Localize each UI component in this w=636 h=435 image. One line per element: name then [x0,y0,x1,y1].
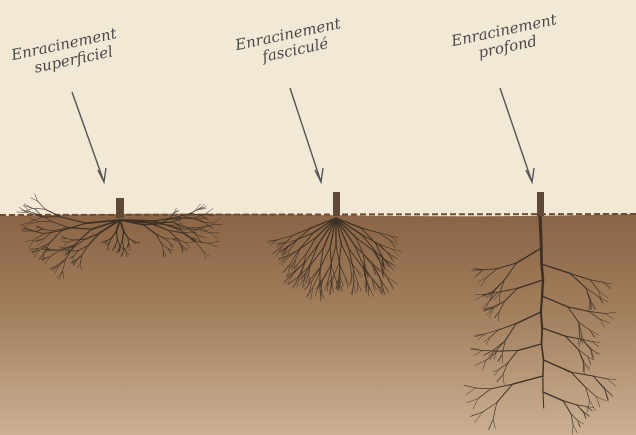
root-deep [498,351,517,352]
taproot [541,312,542,328]
taproot [541,232,542,248]
taproot [543,392,544,408]
taproot [543,360,544,376]
stem-deep [537,192,544,216]
taproot [542,264,543,280]
taproot [542,328,543,344]
taproot [541,296,542,312]
root-shallow [144,224,159,225]
taproot [542,280,543,296]
taproot [540,216,541,232]
stem-shallow [116,198,124,218]
root-shallow [128,238,129,244]
stem-fibrous [333,192,340,216]
root-shallow [179,229,199,230]
